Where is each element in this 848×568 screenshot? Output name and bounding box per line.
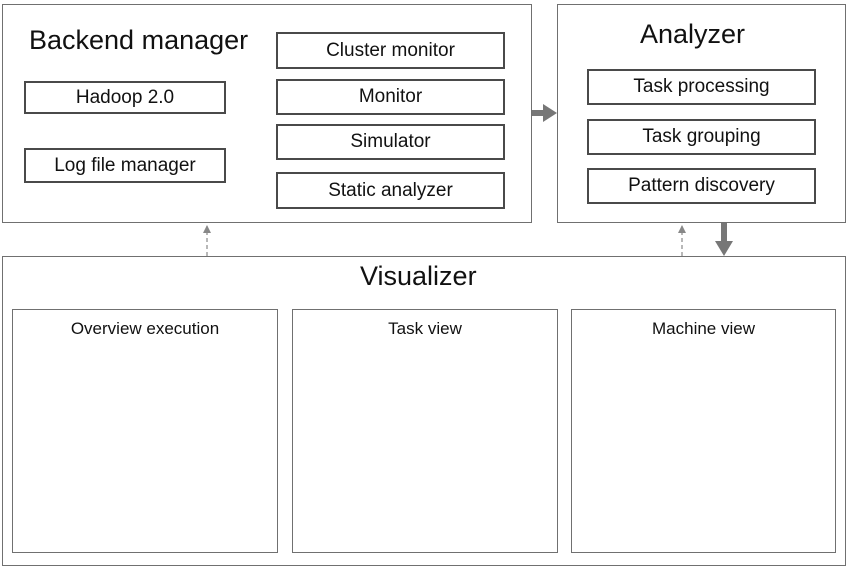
static-analyzer-box: Static analyzer	[276, 172, 505, 209]
arrowhead-backend-to-analyzer	[543, 104, 557, 122]
task-view-panel: Task view	[292, 309, 558, 553]
simulator-box: Simulator	[276, 124, 505, 160]
task-processing-box: Task processing	[587, 69, 816, 105]
overview-execution-panel: Overview execution	[12, 309, 278, 553]
cluster-monitor-box: Cluster monitor	[276, 32, 505, 69]
log-file-manager-box: Log file manager	[24, 148, 226, 183]
monitor-box: Monitor	[276, 79, 505, 115]
machine-view-panel: Machine view	[571, 309, 836, 553]
backend-manager-title: Backend manager	[29, 25, 249, 55]
analyzer-title: Analyzer	[640, 19, 746, 49]
visualizer-title: Visualizer	[360, 261, 477, 291]
overview-execution-label: Overview execution	[70, 319, 220, 338]
arrowhead-analyzer-to-visualizer	[715, 241, 733, 256]
machine-view-label: Machine view	[652, 319, 755, 338]
hadoop-box: Hadoop 2.0	[24, 81, 226, 114]
task-view-label: Task view	[388, 319, 462, 338]
pattern-discovery-box: Pattern discovery	[587, 168, 816, 204]
task-grouping-box: Task grouping	[587, 119, 816, 155]
